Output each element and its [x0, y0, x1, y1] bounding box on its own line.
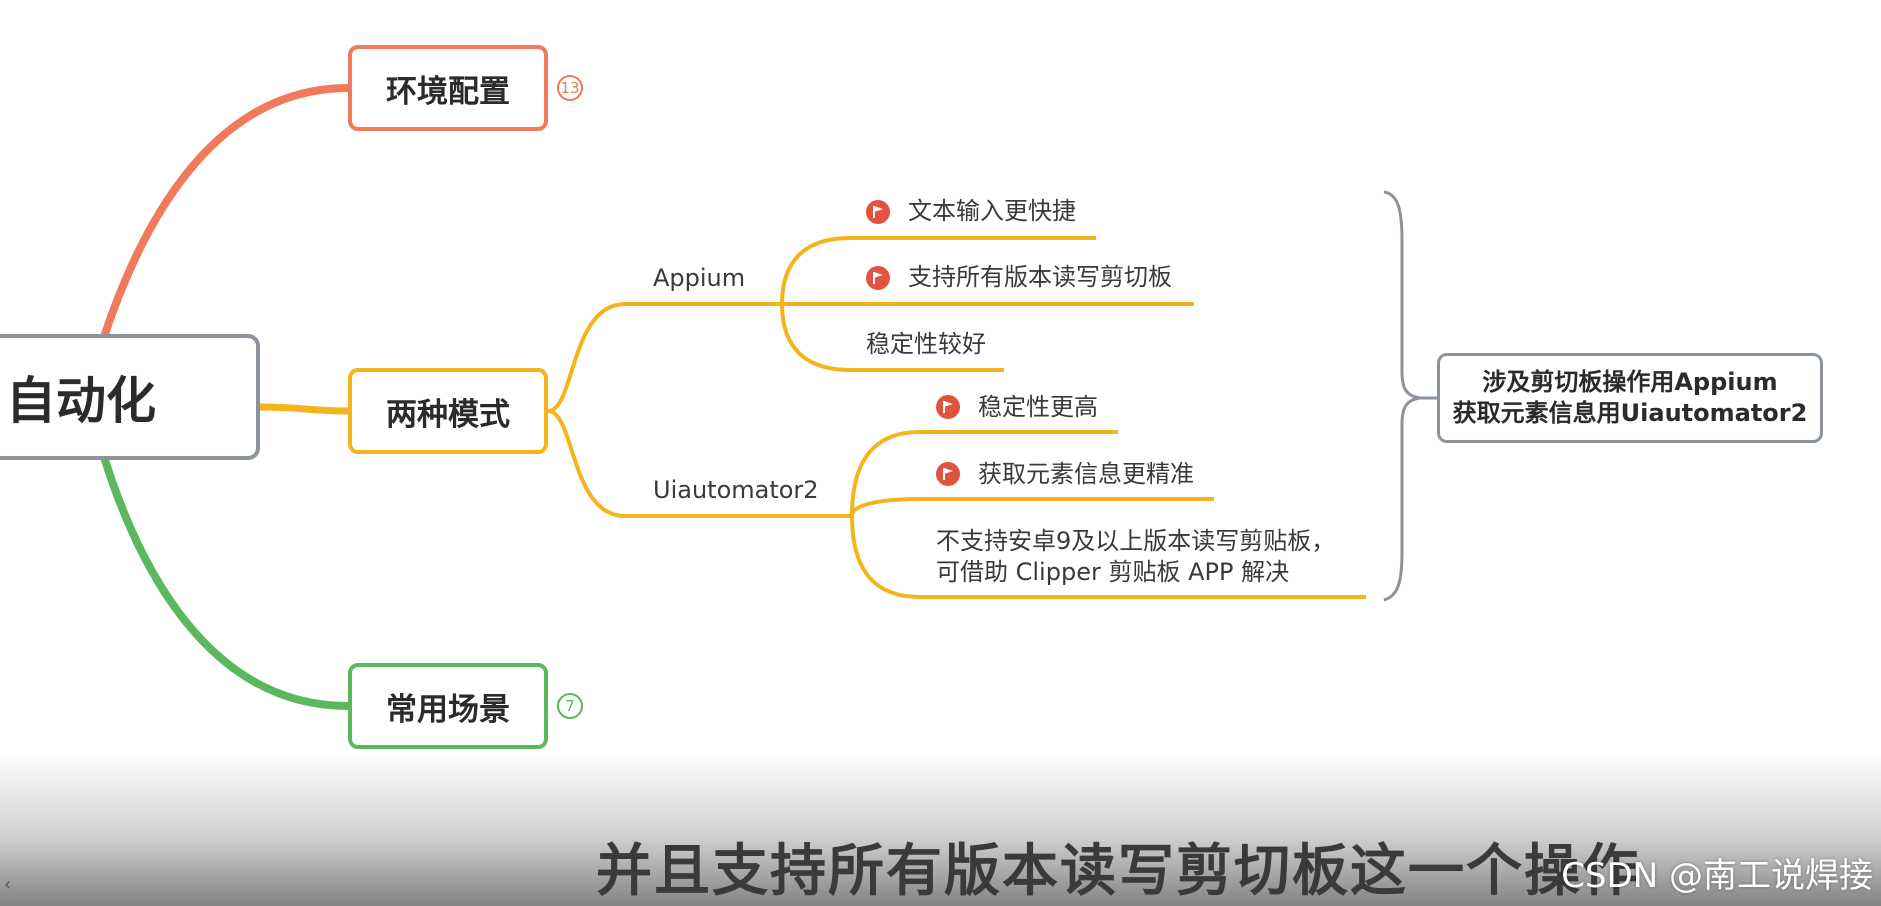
branch-common-scenes-label: 常用场景 [386, 691, 510, 728]
badge-count: 7 [565, 697, 575, 715]
branch-env-config-label: 环境配置 [386, 73, 510, 110]
connector-appium-item1 [780, 236, 1096, 305]
badge-count: 13 [560, 79, 580, 97]
root-topic[interactable]: 自动化 [0, 334, 260, 460]
connector-appium-item3 [780, 303, 1004, 372]
appium-item-clipboard[interactable]: 支持所有版本读写剪切板 [908, 263, 1172, 291]
branch-two-modes-label: 两种模式 [386, 396, 510, 433]
collapsed-count-badge-env[interactable]: 13 [557, 75, 583, 101]
connector-uia2-item1 [850, 430, 1118, 517]
topic-appium[interactable]: Appium [653, 264, 746, 292]
root-topic-label: 自动化 [6, 372, 156, 430]
uia2-item-stability[interactable]: 稳定性更高 [978, 393, 1098, 421]
flag-icon [936, 395, 960, 419]
connector-root-scenes [101, 456, 352, 710]
summary-line-1: 涉及剪切板操作用Appium [1482, 367, 1778, 396]
uia2-item-clipboard-limit-line2: 可借助 Clipper 剪贴板 APP 解决 [936, 557, 1290, 586]
watermark: CSDN @南工说焊接 [1561, 856, 1873, 896]
branch-env-config[interactable]: 环境配置 [348, 45, 548, 131]
summary-topic[interactable]: 涉及剪切板操作用Appium 获取元素信息用Uiautomator2 [1437, 353, 1823, 443]
flag-icon [866, 200, 890, 224]
appium-item-fast-input[interactable]: 文本输入更快捷 [908, 197, 1076, 225]
summary-line-2: 获取元素信息用Uiautomator2 [1452, 399, 1808, 427]
chevron-left-icon[interactable]: ‹ [4, 874, 12, 895]
branch-two-modes[interactable]: 两种模式 [348, 368, 548, 454]
connector-modes-appium [547, 302, 782, 413]
flag-icon [866, 266, 890, 290]
appium-item-stability[interactable]: 稳定性较好 [866, 330, 986, 358]
connector-uia2-item3 [850, 515, 1366, 599]
video-subtitle: 并且支持所有版本读写剪切板这一个操作 [596, 839, 1640, 904]
subtitle-overlay [0, 752, 1881, 906]
connector-modes-uia2 [547, 409, 852, 518]
topic-uiautomator2[interactable]: Uiautomator2 [653, 476, 819, 504]
branch-common-scenes[interactable]: 常用场景 [348, 663, 548, 749]
flag-icon [936, 462, 960, 486]
uia2-item-precise-info[interactable]: 获取元素信息更精准 [978, 460, 1194, 488]
connector-root-env [101, 84, 352, 338]
uia2-item-clipboard-limit-line1: 不支持安卓9及以上版本读写剪贴板， [936, 527, 1336, 555]
collapsed-count-badge-scenes[interactable]: 7 [557, 693, 583, 719]
connector-root-modes [256, 403, 352, 415]
connector-uia2-item2 [850, 497, 1214, 517]
summary-brace [1383, 190, 1421, 602]
uia2-item-clipboard-limit[interactable]: 不支持安卓9及以上版本读写剪贴板， 可借助 Clipper 剪贴板 APP 解决 [936, 526, 1335, 587]
